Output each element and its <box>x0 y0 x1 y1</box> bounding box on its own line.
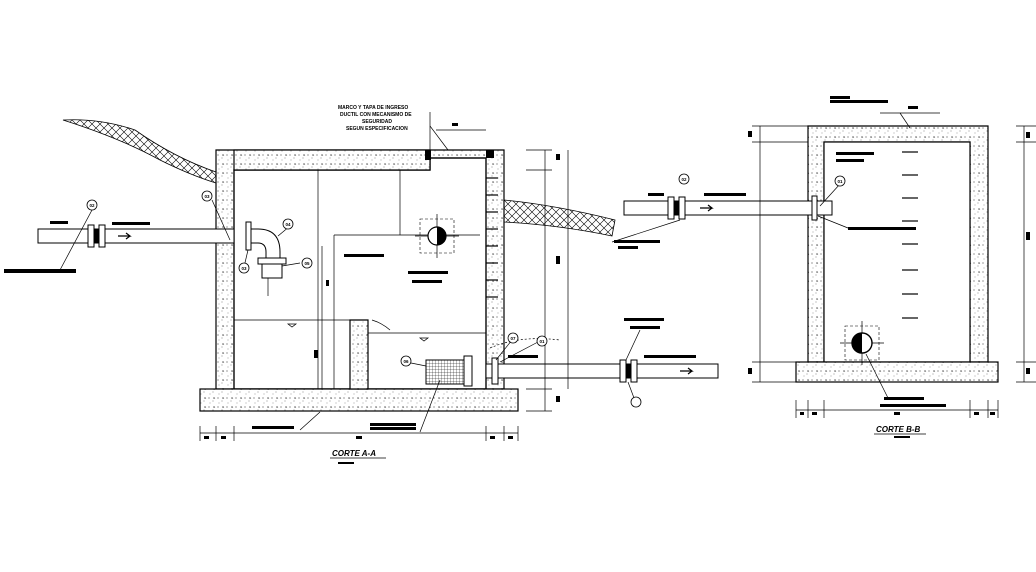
cover-note-line4: SEGUN ESPECIFICACION <box>346 126 408 132</box>
section-a-title: CORTE A-A <box>332 449 376 458</box>
svg-text:06: 06 <box>403 359 409 364</box>
svg-text:02: 02 <box>681 177 687 182</box>
outlet-pipe <box>425 338 719 387</box>
tag-bubble: 03 <box>201 190 213 202</box>
terrain-right <box>503 199 616 237</box>
section-a: MARCO Y TAPA DE INGRESO DUCTIL CON MECAN… <box>4 105 719 464</box>
ladder-rungs <box>486 177 498 298</box>
svg-text:01: 01 <box>539 339 545 344</box>
tag-bubble: 01 <box>536 335 548 347</box>
drain-target <box>415 214 459 258</box>
base-slab-b <box>795 361 999 383</box>
dimension-lines-b <box>752 112 1036 418</box>
tag-bubble: 01 <box>834 175 846 187</box>
tag-bubble: 03 <box>238 262 250 274</box>
svg-text:03: 03 <box>204 194 210 199</box>
cover-note-line2: DUCTIL CON MECANISMO DE <box>340 112 412 118</box>
section-b: 02 01 CORTE B-B <box>611 96 1036 438</box>
dimension-lines <box>199 129 569 441</box>
drain-target-b <box>840 321 884 365</box>
dimension-text-blobs-b <box>614 96 1030 438</box>
tag-bubble: 04 <box>282 218 294 230</box>
base-slab <box>199 388 519 412</box>
weir-wall <box>349 319 369 390</box>
tag-bubble: 07 <box>507 332 519 344</box>
valve-tags-b: 02 01 <box>678 173 846 187</box>
svg-text:02: 02 <box>89 203 95 208</box>
inlet-pipe <box>37 221 287 296</box>
cover-note-line1: MARCO Y TAPA DE INGRESO <box>338 105 408 111</box>
cover-note-line3: SEGURIDAD <box>362 119 392 125</box>
dimension-text-blobs <box>4 123 696 464</box>
ladder-rungs-b <box>902 151 918 319</box>
cover-note: MARCO Y TAPA DE INGRESO DUCTIL CON MECAN… <box>338 105 412 132</box>
svg-text:03: 03 <box>241 266 247 271</box>
tag-bubble: 02 <box>86 199 98 211</box>
tag-bubble: 06 <box>400 355 412 367</box>
svg-text:04: 04 <box>285 222 291 227</box>
svg-text:01: 01 <box>837 179 843 184</box>
svg-text:05: 05 <box>304 261 310 266</box>
terrain-left <box>62 119 217 184</box>
tag-bubble: 02 <box>678 173 690 185</box>
valve-tags-a: 02 03 03 04 05 06 07 01 <box>86 190 548 367</box>
svg-text:07: 07 <box>510 336 516 341</box>
inlet-pipe-b <box>623 195 833 221</box>
section-b-title: CORTE B-B <box>876 425 921 434</box>
strainer-grate <box>425 359 465 385</box>
tag-bubble: 05 <box>301 257 313 269</box>
